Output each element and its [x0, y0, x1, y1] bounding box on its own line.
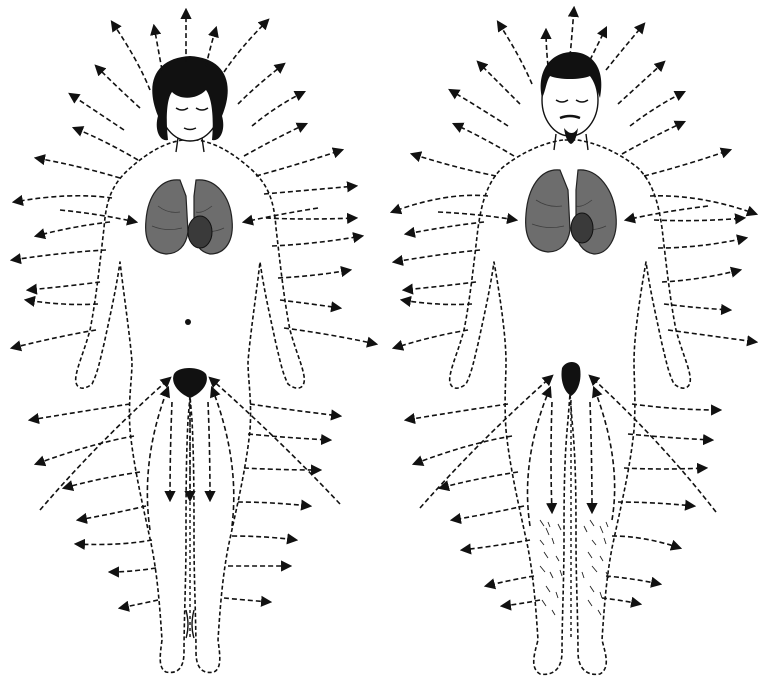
female-arrow-32: [238, 502, 310, 506]
male-arrow-48: [498, 22, 532, 84]
female-arrow-18: [272, 236, 362, 246]
female-arrow-24: [284, 328, 376, 344]
female-arrow-28: [248, 434, 330, 440]
male-arrow-80: [618, 502, 694, 506]
male-arrow-81: [462, 540, 530, 550]
male-arrow-57: [454, 124, 514, 156]
female-arrow-1: [154, 26, 162, 70]
male-arrow-85: [502, 600, 540, 606]
female-arrow-10: [244, 124, 306, 156]
male-arrow-59: [412, 154, 496, 176]
female-arrow-6: [238, 64, 284, 104]
female-arrow-14: [264, 186, 356, 194]
female-arrow-34: [232, 536, 296, 540]
female-arrow-9: [74, 128, 138, 160]
male-arrow-65: [394, 250, 480, 262]
radiating-arrows: [12, 8, 756, 608]
male-arrow-86: [602, 598, 640, 604]
male-arrow-77: [440, 472, 518, 488]
male-arrow-66: [658, 238, 746, 248]
female-arrow-30: [244, 468, 320, 470]
female-arrow-37: [120, 600, 158, 608]
female-arrow-33: [76, 540, 152, 545]
female-arrow-5: [96, 66, 140, 108]
female-arrow-4: [224, 20, 268, 72]
male-arrow-54: [618, 62, 664, 104]
female-arrow-12: [256, 150, 342, 176]
male-arrow-62: [650, 196, 756, 214]
male-arrow-52: [606, 24, 644, 70]
male-arrow-67: [404, 282, 476, 290]
male-arrow-79: [452, 506, 524, 520]
male-arrow-53: [478, 62, 520, 104]
male-arrow-63: [406, 222, 484, 234]
female-arrow-17: [12, 250, 106, 260]
male-arrow-50: [570, 8, 574, 56]
male-arrow-82: [612, 536, 680, 548]
male-arrow-69: [402, 300, 472, 305]
male-figure: [450, 52, 691, 674]
female-arrow-11: [36, 158, 120, 178]
female-arrow-23: [12, 330, 96, 348]
female-arrow-35: [110, 568, 156, 572]
male-arrow-75: [414, 436, 512, 464]
female-arrow-8: [252, 92, 304, 126]
female-arrow-16: [266, 218, 356, 219]
male-arrow-73: [406, 404, 508, 420]
male-arrow-49: [546, 30, 548, 66]
female-navel: [185, 319, 191, 325]
female-figure: [76, 56, 305, 672]
male-arrow-78: [624, 468, 706, 469]
female-arrow-22: [280, 300, 340, 308]
male-arrow-51: [590, 28, 606, 60]
male-arrow-56: [630, 92, 684, 126]
female-arrow-13: [14, 196, 112, 202]
female-heart: [188, 216, 212, 248]
female-arrow-0: [112, 22, 150, 90]
male-arrow-68: [662, 270, 740, 282]
female-arrow-20: [278, 270, 350, 278]
female-arrow-21: [26, 300, 98, 305]
female-arrow-29: [64, 472, 140, 488]
male-arrow-72: [668, 330, 756, 342]
female-arrow-38: [224, 598, 270, 602]
male-arrow-76: [628, 434, 712, 440]
female-arrow-26: [250, 404, 340, 416]
male-arrow-84: [606, 576, 660, 584]
female-arrow-7: [70, 94, 124, 130]
male-heart: [571, 213, 593, 243]
male-arrow-64: [654, 218, 744, 221]
male-arrow-71: [394, 330, 468, 348]
male-arrow-83: [486, 576, 534, 586]
male-arrow-60: [644, 150, 730, 176]
female-arrow-15: [36, 222, 110, 236]
female-arrow-19: [28, 282, 100, 290]
male-arrow-70: [664, 304, 730, 310]
male-arrow-61: [392, 195, 488, 212]
female-arrow-31: [78, 506, 146, 520]
male-arrow-55: [450, 90, 508, 126]
male-arrow-58: [622, 122, 684, 154]
male-arrow-74: [632, 404, 720, 410]
female-arrow-25: [30, 404, 130, 420]
